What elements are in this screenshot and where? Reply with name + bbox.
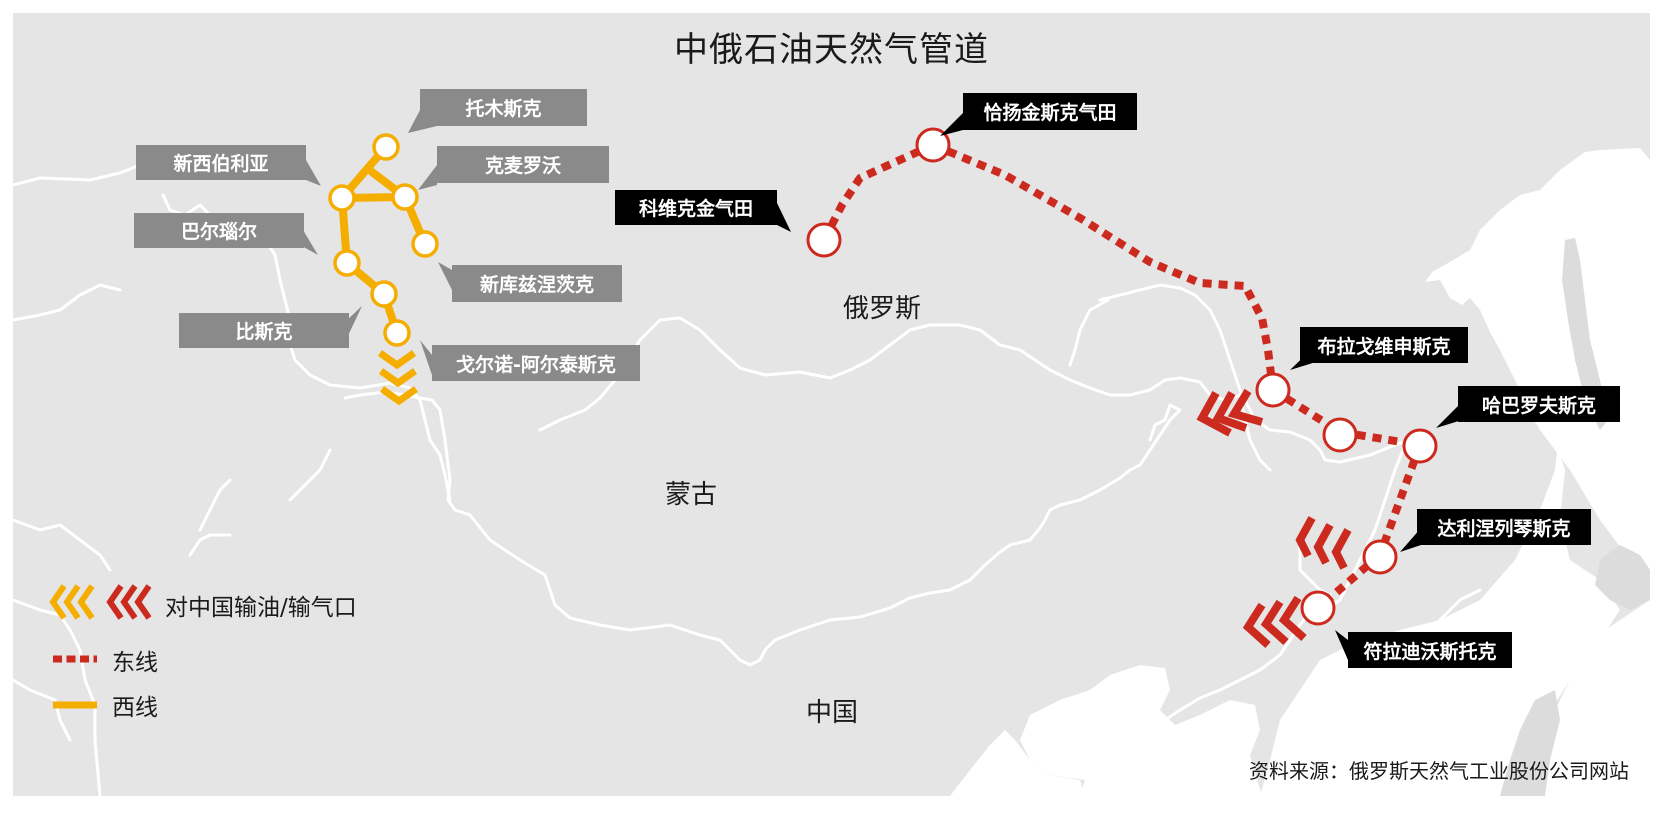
- station-label-barnaul: 巴尔瑙尔: [134, 213, 304, 248]
- node-biysk: [370, 280, 398, 308]
- station-label-biysk: 比斯克: [179, 313, 349, 348]
- station-label-khabarovsk: 哈巴罗夫斯克: [1458, 386, 1620, 422]
- map-graphic: [13, 110, 1650, 796]
- node-gorno-altaysk: [383, 319, 411, 347]
- station-label-gorno-altaysk: 戈尔诺-阿尔泰斯克: [432, 345, 640, 381]
- legend-red-chevrons-icon: [106, 584, 152, 620]
- station-label-dalnerechensk: 达利涅列琴斯克: [1417, 509, 1591, 545]
- node-kovykta: [806, 222, 842, 258]
- country-label-china: 中国: [806, 698, 859, 728]
- borders: [13, 158, 1482, 796]
- node-dalnerechensk: [1362, 539, 1398, 575]
- station-label-vladivostok: 符拉迪沃斯托克: [1348, 632, 1512, 668]
- legend-west-line-label: 西线: [112, 695, 158, 721]
- map-frame: [13, 13, 1650, 796]
- map-title: 中俄石油天然气管道: [674, 30, 989, 70]
- west-export-chevrons: [377, 350, 419, 406]
- station-label-kovykta: 科维克金气田: [615, 190, 777, 225]
- station-label-blagoveshchensk: 布拉戈维申斯克: [1300, 327, 1468, 363]
- west-nodes: [328, 133, 439, 347]
- east-nodes: [806, 127, 1438, 626]
- node-novosibirsk: [328, 184, 356, 212]
- label-tails-black: [777, 113, 1462, 660]
- node-tomsk: [372, 133, 400, 161]
- node-blagoveshchensk: [1255, 372, 1291, 408]
- east-pipeline: [820, 141, 1424, 612]
- node-vladivostok: [1300, 590, 1336, 626]
- label-tails-grey: [300, 110, 452, 375]
- station-label-chayanda: 恰扬金斯克气田: [963, 93, 1137, 130]
- station-label-kemerovo: 克麦罗沃: [437, 146, 609, 183]
- islands: [1500, 238, 1650, 796]
- node-khabarovsk: [1402, 428, 1438, 464]
- node-barnaul: [333, 249, 361, 277]
- node-chayanda: [915, 127, 951, 163]
- station-label-novokuznetsk: 新库兹涅茨克: [452, 265, 622, 302]
- node-kemerovo: [391, 183, 419, 211]
- legend-export-points-label: 对中国输油/输气口: [165, 595, 357, 621]
- station-label-tomsk: 托木斯克: [420, 89, 587, 126]
- legend-yellow-chevrons-icon: [49, 584, 95, 620]
- source-note: 资料来源：俄罗斯天然气工业股份公司网站: [1249, 759, 1629, 783]
- station-label-novosibirsk: 新西伯利亚: [136, 145, 306, 180]
- country-label-russia: 俄罗斯: [843, 294, 922, 324]
- node-novokuznetsk: [411, 230, 439, 258]
- country-label-mongolia: 蒙古: [665, 480, 718, 510]
- node-intermediate: [1322, 417, 1358, 453]
- legend-east-line-label: 东线: [112, 650, 158, 676]
- east-export-chevrons: [1196, 388, 1352, 648]
